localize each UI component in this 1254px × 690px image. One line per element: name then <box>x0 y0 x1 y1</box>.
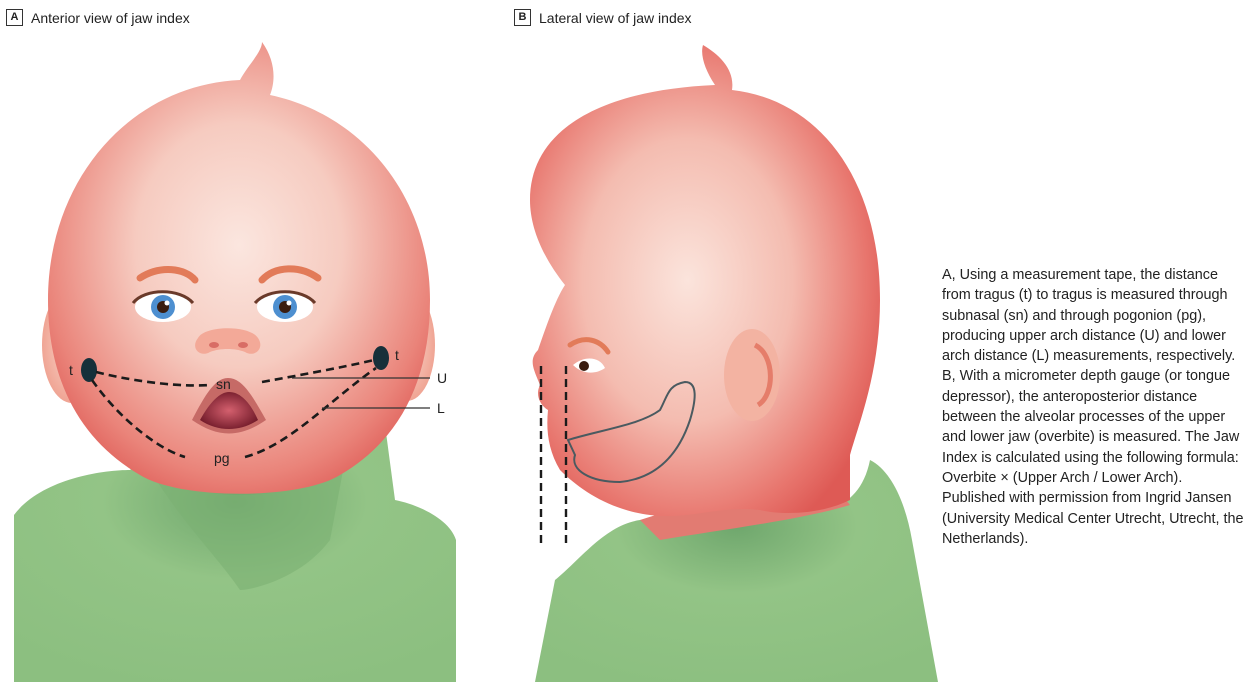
tragus-marker-left <box>81 358 97 382</box>
pogonion-label: pg <box>214 450 230 466</box>
lateral-view <box>530 45 938 682</box>
figure-caption: A, Using a measurement tape, the distanc… <box>942 265 1246 549</box>
anterior-view: t t sn pg U L <box>14 42 456 682</box>
tragus-label-right: t <box>395 347 399 363</box>
tragus-label-left: t <box>69 362 73 378</box>
subnasal-label: sn <box>216 376 231 392</box>
tragus-marker-right <box>373 346 389 370</box>
lower-arch-label: L <box>437 400 445 416</box>
head-side <box>530 45 880 516</box>
upper-arch-label: U <box>437 370 447 386</box>
